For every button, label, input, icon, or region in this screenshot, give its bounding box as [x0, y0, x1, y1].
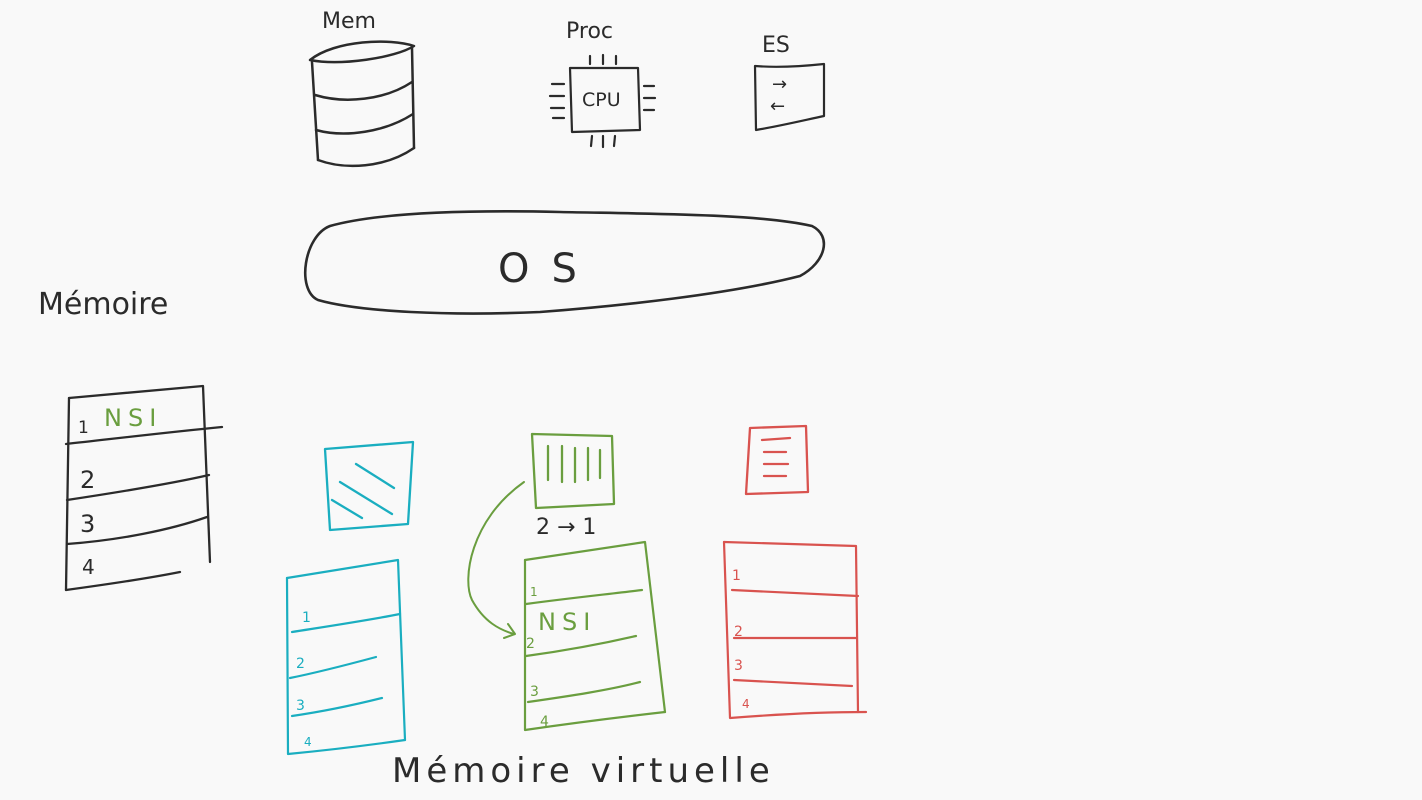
physical-row-index: 3: [80, 510, 95, 538]
green-virtual-table: [523, 540, 667, 732]
output-arrow-icon: →: [772, 74, 787, 95]
database-icon: [308, 40, 416, 168]
green-row-index: 3: [530, 684, 539, 700]
physical-memory-title: Mémoire: [38, 287, 168, 322]
cyan-row-index: 1: [302, 610, 311, 626]
green-row-index: 1: [530, 585, 538, 599]
cpu-chip-icon: [548, 53, 657, 149]
red-page-icon: [744, 424, 810, 496]
arrow-head-icon: [503, 623, 516, 639]
green-row-index: 4: [540, 714, 549, 730]
cyan-row-index: 2: [296, 656, 305, 672]
mapping-label: 2 → 1: [536, 515, 596, 540]
proc-label: Proc: [566, 19, 613, 44]
cyan-page-icon: [323, 440, 415, 532]
green-row-index: 2: [526, 636, 535, 652]
red-row-index: 3: [734, 658, 743, 674]
proc-resource: Proc CPU: [548, 19, 657, 149]
process-cyan: 1 2 3 4: [285, 440, 415, 756]
os-layer: OS: [304, 210, 826, 315]
es-resource: ES → ←: [753, 33, 826, 132]
cpu-text: CPU: [582, 89, 621, 111]
red-virtual-table: [722, 540, 868, 720]
input-arrow-icon: ←: [770, 96, 785, 117]
es-label: ES: [762, 33, 790, 58]
io-box-icon: [753, 62, 826, 132]
red-row-index: 1: [732, 568, 741, 584]
physical-memory: Mémoire 1 NSI 2 3 4: [38, 287, 224, 592]
green-page-nsi: NSI: [538, 608, 596, 636]
physical-memory-table: [64, 384, 224, 592]
physical-row-index: 1: [78, 418, 89, 438]
physical-row-nsi: NSI: [104, 404, 162, 432]
cyan-row-index: 3: [296, 698, 305, 714]
process-red: 1 2 3 4: [722, 424, 868, 720]
page-mapping-arrow: [467, 481, 525, 635]
virtual-memory-title: Mémoire virtuelle: [392, 751, 775, 791]
green-page-icon: [530, 432, 616, 510]
mem-label: Mem: [322, 9, 376, 34]
process-green: 2 → 1 1 2 3 4 NSI: [467, 432, 667, 732]
red-row-index: 4: [742, 697, 750, 711]
mem-resource: Mem: [308, 9, 416, 168]
os-label: OS: [498, 246, 599, 292]
os-outline: [304, 210, 826, 315]
cyan-virtual-table: [285, 558, 407, 756]
red-row-index: 2: [734, 624, 743, 640]
physical-row-index: 4: [82, 555, 95, 579]
cyan-row-index: 4: [304, 735, 312, 749]
physical-row-index: 2: [80, 466, 95, 494]
